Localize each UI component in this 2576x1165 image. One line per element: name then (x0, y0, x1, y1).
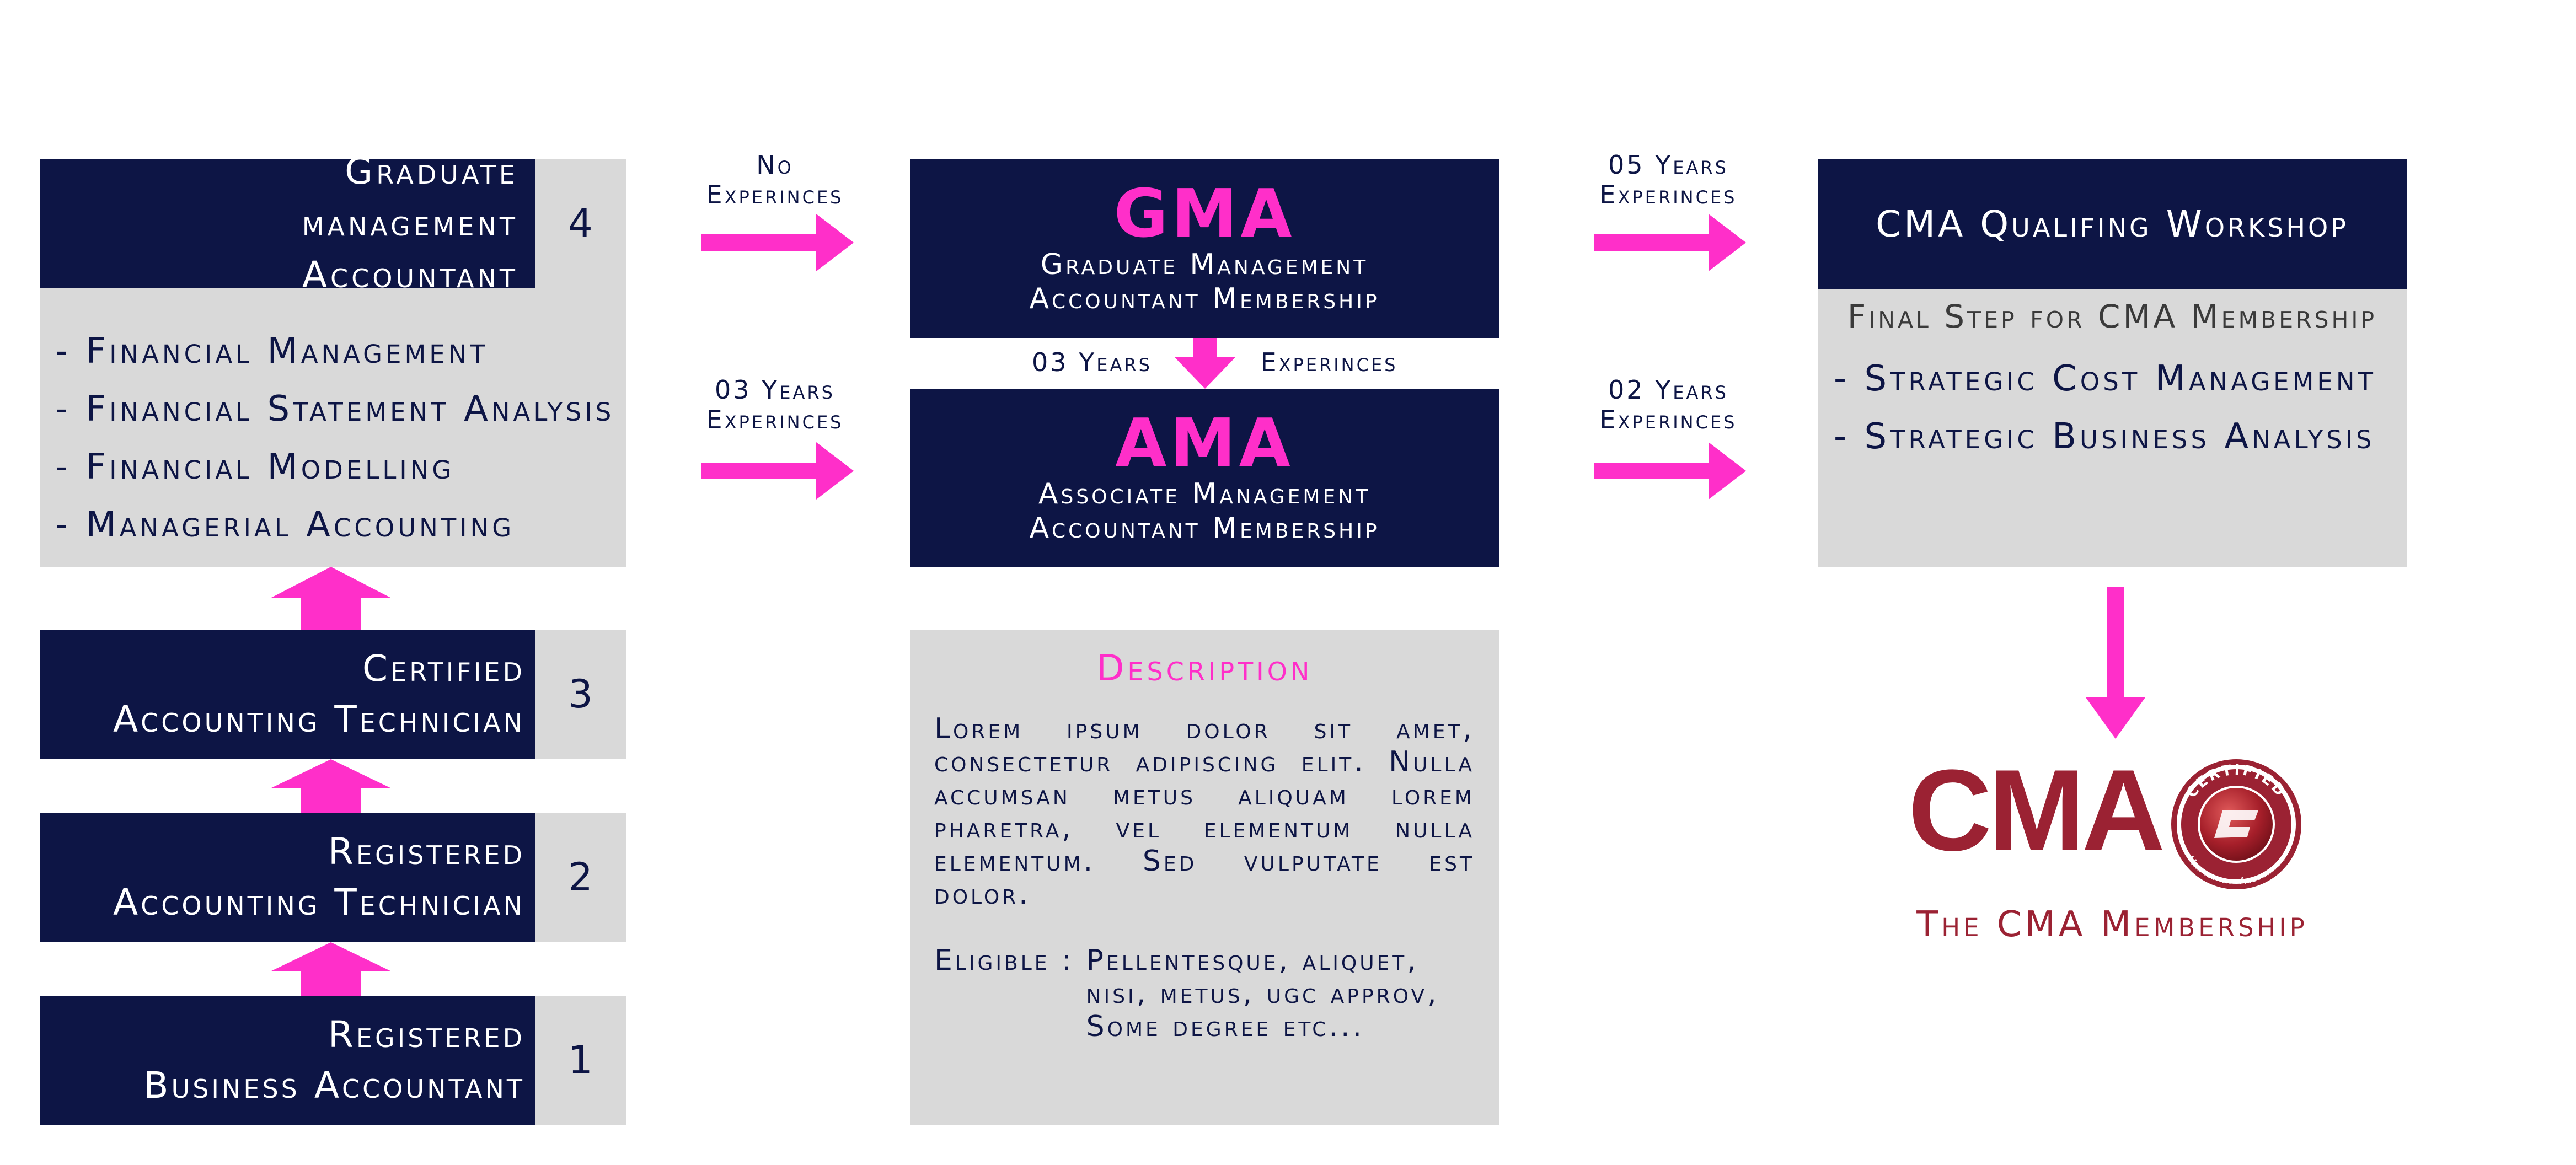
level-2-number: 2 (535, 813, 626, 942)
right-arrow-icon (1594, 214, 1746, 271)
up-arrow-icon (270, 759, 392, 813)
gma-box: GMA Graduate Management Accountant Membe… (910, 159, 1499, 338)
workshop-item: - Strategic Business Analysis (1834, 416, 2375, 457)
gma-code: GMA (1113, 175, 1295, 253)
level-4-course-list: - Financial Management - Financial State… (55, 323, 623, 554)
right-arrow-icon (701, 442, 854, 500)
workshop-item: - Strategic Cost Management (1834, 358, 2376, 399)
level-4-title: Graduate management Accountant (302, 150, 518, 296)
workshop-title: CMA Qualifing Workshop (1818, 159, 2407, 289)
course-item: - Financial Management (55, 331, 489, 372)
certified-seal-icon: CERTIFIED Management Accountant (2171, 759, 2301, 889)
down-arrow-icon (2086, 587, 2145, 739)
level-3-box: Certified Accounting Technician 3 (0, 630, 626, 759)
gma-line2: Accountant Membership (1029, 282, 1380, 315)
eligible-values: Pellentesque, aliquet, nisi, metus, ugc … (1086, 944, 1439, 1043)
ama-line2: Accountant Membership (1029, 511, 1380, 545)
up-arrow-icon (270, 567, 392, 630)
gma-ama-experience-label: Experinces (1260, 347, 1398, 377)
cma-logo-text: CMA (1908, 745, 2165, 875)
gma-line1: Graduate Management (1040, 248, 1369, 281)
up-arrow-icon (270, 942, 392, 996)
right-arrow-icon (1594, 442, 1746, 500)
level-2-title: Registered Accounting Technician (40, 813, 535, 942)
level-3-title: Certified Accounting Technician (40, 630, 535, 759)
course-item: - Managerial Accounting (55, 504, 515, 545)
workshop-subtitle: Final Step for CMA Membership (1847, 298, 2377, 335)
level-1-number: 1 (535, 996, 626, 1125)
ama-code: AMA (1115, 405, 1294, 482)
no-experience-label: No Experinces (706, 150, 844, 210)
level-4-number: 4 (568, 201, 593, 246)
right-arrow-icon (701, 214, 854, 271)
workshop-list: - Strategic Cost Management - Strategic … (1834, 350, 2402, 466)
ama-line1: Associate Management (1038, 477, 1371, 511)
course-item: - Financial Statement Analysis (55, 389, 615, 430)
level-1-title: Registered Business Accountant (40, 996, 535, 1125)
level-2-box: Registered Accounting Technician 2 (0, 813, 626, 942)
description-body: Lorem ipsum dolor sit amet, consectetur … (934, 712, 1475, 911)
cma-membership-caption: The CMA Membership (1916, 904, 2308, 945)
gma-ama-years-label: 03 Years (1032, 347, 1152, 377)
two-years-label: 02 Years Experinces (1599, 375, 1737, 434)
level-4-title-box (40, 159, 535, 288)
level-3-number: 3 (535, 630, 626, 759)
three-years-label: 03 Years Experinces (706, 375, 844, 434)
five-years-label: 05 Years Experinces (1599, 150, 1737, 210)
down-arrow-icon (1175, 338, 1235, 389)
eligible-label: Eligible : (934, 944, 1074, 977)
description-box: Description Lorem ipsum dolor sit amet, … (910, 630, 1499, 1125)
description-heading: Description (1096, 647, 1313, 689)
level-1-box: Registered Business Accountant 1 (0, 996, 626, 1125)
ama-box: AMA Associate Management Accountant Memb… (910, 389, 1499, 567)
course-item: - Financial Modelling (55, 447, 455, 487)
eligible-row: Eligible : Pellentesque, aliquet, nisi, … (934, 944, 1475, 1043)
